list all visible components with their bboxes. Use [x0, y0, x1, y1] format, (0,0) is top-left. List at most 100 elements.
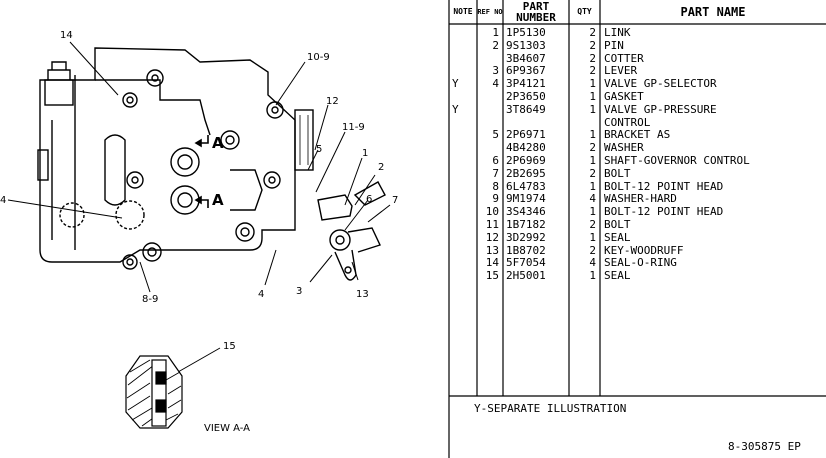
- cell-part: 3D2992: [506, 230, 546, 244]
- cell-name: VALVE GP-PRESSURE: [604, 102, 717, 116]
- cell-qty: 2: [589, 243, 596, 257]
- cell-name: KEY-WOODRUFF: [604, 243, 684, 257]
- cell-qty: 2: [589, 26, 596, 39]
- cell-part: 2P3650: [506, 90, 546, 103]
- cell-qty: 4: [589, 192, 596, 206]
- cell-part: 3P4121: [506, 77, 546, 91]
- header-note: NOTE: [453, 7, 473, 16]
- cell-part: 2P6971: [506, 128, 546, 142]
- cell-part: 1B8702: [506, 243, 546, 257]
- cell-ref: 10: [485, 205, 499, 219]
- cell-name: COTTER: [604, 51, 644, 65]
- cell-qty: 2: [589, 64, 596, 78]
- section-marker-upper: A: [212, 134, 224, 152]
- cell-name: LEVER: [604, 64, 638, 78]
- cell-part: 3B4607: [506, 51, 546, 65]
- cell-qty: 2: [589, 141, 596, 155]
- cell-part: 4B4280: [506, 141, 546, 155]
- cell-name: BOLT-12 POINT HEAD: [604, 179, 724, 193]
- table-footnote: Y-SEPARATE ILLUSTRATION: [474, 402, 627, 415]
- cell-qty: 1: [589, 179, 596, 193]
- cell-name: WASHER: [604, 141, 644, 155]
- cell-part: 2B2695: [506, 166, 546, 180]
- header-qty: QTY: [577, 7, 592, 16]
- cell-name: CONTROL: [604, 115, 651, 129]
- cell-name: VALVE GP-SELECTOR: [604, 77, 717, 91]
- cell-ref: 5: [492, 128, 499, 142]
- cell-note: Y: [452, 77, 459, 91]
- cell-qty: 2: [589, 166, 596, 180]
- cell-ref: 11: [485, 218, 499, 231]
- cell-qty: 1: [589, 90, 596, 103]
- cell-part: 1P5130: [506, 26, 546, 39]
- cell-part: 1B7182: [506, 218, 546, 231]
- callout-3: 3: [296, 286, 302, 297]
- cell-name: BRACKET AS: [604, 128, 671, 142]
- table-grid: [448, 0, 826, 458]
- callout-14: 14: [60, 30, 73, 41]
- cell-qty: 1: [589, 230, 596, 244]
- cell-qty: 2: [589, 38, 596, 52]
- cell-name: WASHER-HARD: [604, 192, 677, 206]
- callout-4-left: 4: [0, 195, 6, 206]
- valve-housing-outline: [39, 47, 296, 263]
- callout-4-bottom: 4: [258, 289, 264, 300]
- cell-name: BOLT: [604, 218, 631, 231]
- header-ref-no: REF NO: [477, 7, 503, 16]
- cell-ref: 2: [492, 38, 499, 52]
- cell-name: SHAFT-GOVERNOR CONTROL: [604, 154, 750, 167]
- section-marker-lower: A: [212, 191, 224, 209]
- cell-name: GASKET: [604, 90, 644, 103]
- cell-ref: 6: [492, 154, 499, 167]
- cell-name: SEAL: [604, 230, 631, 244]
- cell-part: 9S1303: [506, 38, 546, 52]
- cell-name: PIN: [604, 38, 624, 52]
- cell-ref: 13: [485, 243, 499, 257]
- cell-ref: 3: [492, 64, 499, 78]
- cell-ref: 4: [492, 77, 499, 91]
- cell-ref: 7: [492, 166, 499, 180]
- cell-ref: 9: [492, 192, 499, 206]
- cell-ref: 12: [485, 230, 499, 244]
- document-id: 8-305875 EP: [728, 440, 801, 453]
- cell-qty: 1: [589, 77, 596, 91]
- cell-part: 5F7054: [506, 256, 546, 270]
- cell-ref: 8: [492, 179, 499, 193]
- cell-qty: 1: [589, 128, 596, 142]
- view-label: VIEW A-A: [204, 423, 250, 434]
- cell-qty: 4: [589, 256, 596, 270]
- cell-qty: 1: [589, 269, 596, 283]
- cell-qty: 2: [589, 218, 596, 231]
- callout-1: 1: [362, 148, 368, 159]
- callout-13: 13: [356, 289, 369, 300]
- cell-name: BOLT: [604, 166, 631, 180]
- cell-ref: 1: [492, 26, 499, 39]
- cell-name: SEAL-O-RING: [604, 256, 677, 270]
- callout-7: 7: [392, 195, 398, 206]
- callout-2: 2: [378, 162, 384, 173]
- cell-part: 2H5001: [506, 269, 546, 283]
- cell-name: LINK: [604, 26, 631, 39]
- cell-part: 9M1974: [506, 192, 546, 206]
- cell-qty: 1: [589, 154, 596, 167]
- callout-12: 12: [326, 96, 339, 107]
- cell-part: 3T8649: [506, 102, 546, 116]
- cell-part: 6L4783: [506, 179, 546, 193]
- cell-note: Y: [452, 102, 459, 116]
- callout-10-9: 10-9: [307, 52, 330, 63]
- callout-15: 15: [223, 341, 236, 352]
- cell-ref: 14: [485, 256, 499, 270]
- cell-part: 3S4346: [506, 205, 546, 219]
- cell-name: SEAL: [604, 269, 631, 283]
- callout-11-9: 11-9: [342, 122, 365, 133]
- header-part-number: PART NUMBER: [516, 0, 556, 24]
- cell-part: 2P6969: [506, 154, 546, 167]
- cell-qty: 1: [589, 102, 596, 116]
- cell-name: BOLT-12 POINT HEAD: [604, 205, 724, 219]
- callout-8-9: 8-9: [142, 294, 158, 305]
- cell-qty: 2: [589, 51, 596, 65]
- header-part-name: PART NAME: [680, 5, 746, 19]
- callout-6: 6: [366, 194, 372, 205]
- cell-part: 6P9367: [506, 64, 546, 78]
- exploded-parts-drawing: A A 14 10-9 12 11-9 1 5 2 6 7 3 13 4 4 8…: [0, 30, 398, 434]
